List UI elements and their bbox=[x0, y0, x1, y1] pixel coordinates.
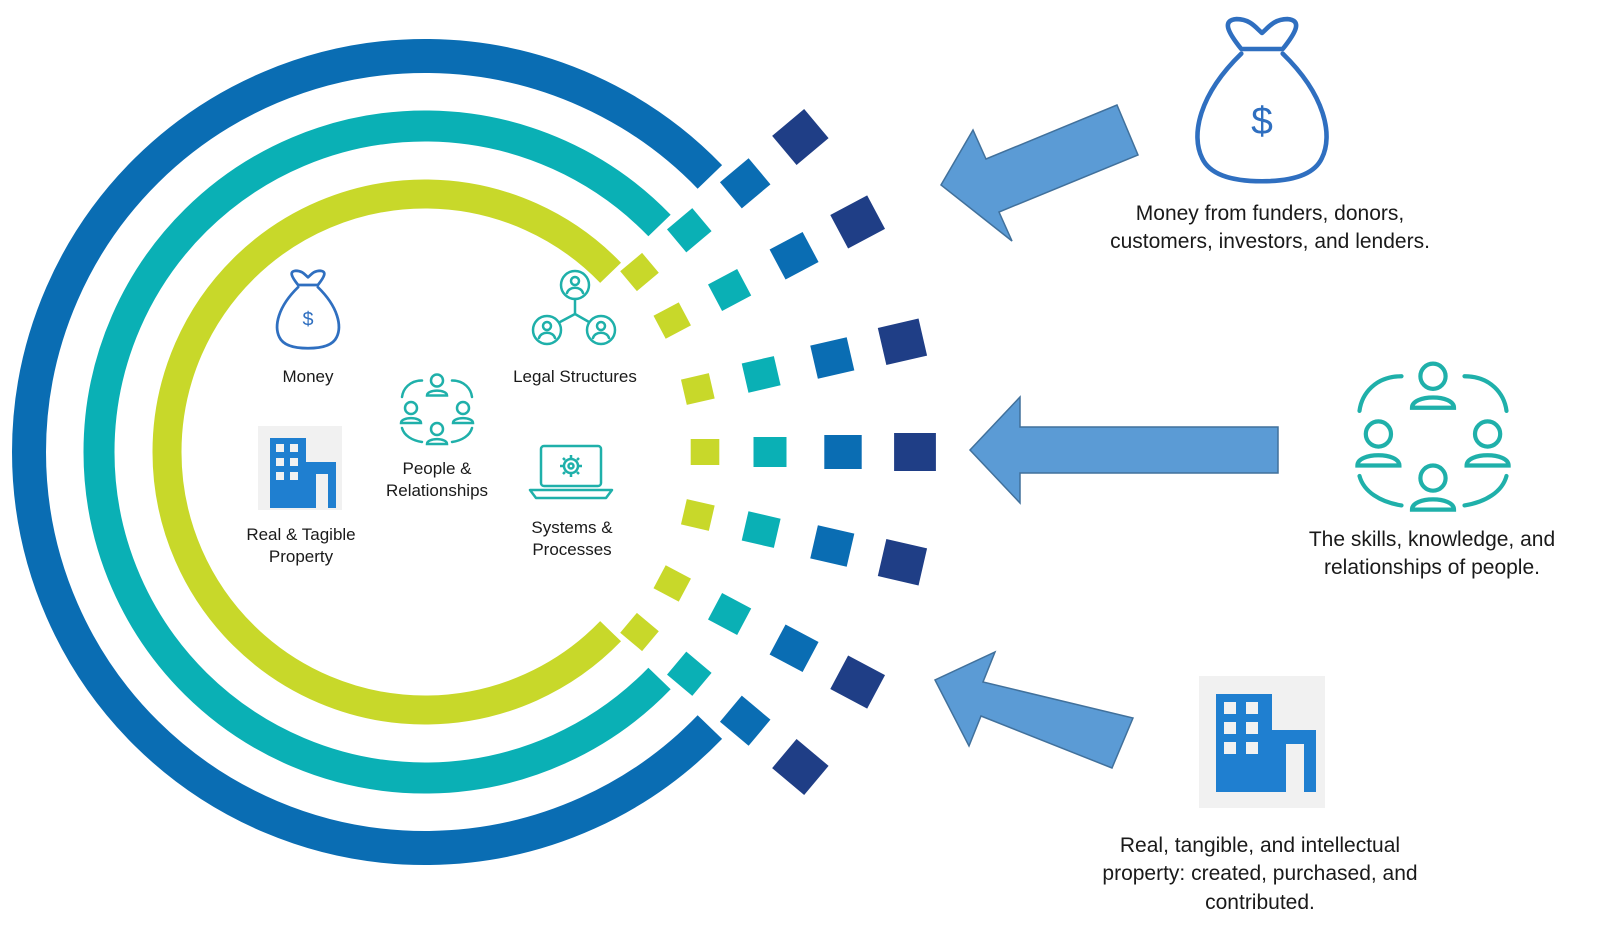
dash-segment bbox=[708, 269, 752, 312]
caption-people: The skills, knowledge, and relationships… bbox=[1282, 526, 1582, 583]
dash-segment bbox=[769, 231, 819, 280]
dash-segment bbox=[719, 695, 771, 746]
people-network-icon bbox=[399, 373, 475, 446]
caption-property-line1: Real, tangible, and intellectual bbox=[1119, 834, 1401, 857]
svg-text:$: $ bbox=[302, 309, 313, 331]
building-icon bbox=[1199, 676, 1325, 808]
dash-segment bbox=[772, 738, 829, 795]
label-property-line1: Real & Tagible bbox=[246, 525, 356, 544]
ring-outer bbox=[12, 39, 723, 865]
svg-text:$: $ bbox=[1251, 100, 1273, 143]
dash-segment bbox=[877, 539, 928, 586]
caption-people-line1: The skills, knowledge, and bbox=[1308, 528, 1556, 551]
label-property-line2: Property bbox=[268, 547, 334, 567]
label-systems-line2: Processes bbox=[532, 540, 612, 560]
arrows bbox=[933, 104, 1279, 769]
caption-property: Real, tangible, and intellectual propert… bbox=[1070, 832, 1450, 917]
dash-segment bbox=[877, 318, 928, 365]
label-legal-structures-text: Legal Structures bbox=[513, 367, 637, 386]
money-bag-icon: $ bbox=[275, 269, 341, 350]
building-icon bbox=[258, 426, 342, 510]
caption-money-line2: customers, investors, and lenders. bbox=[1110, 230, 1430, 254]
dash-segment bbox=[620, 612, 659, 652]
dash-segment bbox=[772, 109, 829, 166]
dash-segment bbox=[830, 655, 886, 709]
dash-segment bbox=[680, 373, 715, 405]
label-legal-structures: Legal Structures bbox=[495, 366, 655, 388]
label-people-relationships: People & Relationships bbox=[367, 458, 507, 502]
label-money-text: Money bbox=[282, 367, 334, 386]
label-people-line1: People & bbox=[402, 459, 472, 478]
dash-segment bbox=[653, 302, 691, 339]
dash-segment bbox=[690, 439, 720, 465]
dash-segment bbox=[667, 208, 712, 253]
ring-inner bbox=[152, 179, 621, 725]
dash-segment bbox=[824, 435, 862, 469]
dash-segment bbox=[894, 433, 936, 471]
arrow-people bbox=[968, 395, 1279, 505]
dash-segment bbox=[810, 525, 855, 567]
dash-segment bbox=[667, 651, 712, 696]
money-bag-icon: $ bbox=[1195, 16, 1329, 184]
dash-segment bbox=[620, 252, 659, 292]
dash-segment bbox=[653, 565, 691, 602]
radiating-dashes bbox=[620, 109, 936, 795]
caption-property-line3: contributed. bbox=[1205, 890, 1315, 914]
org-structure-icon bbox=[531, 269, 617, 346]
dash-segment bbox=[741, 356, 781, 393]
dash-segment bbox=[708, 592, 752, 635]
caption-property-line2: property: created, purchased, and bbox=[1102, 862, 1418, 886]
dash-segment bbox=[719, 158, 771, 209]
ring-middle bbox=[83, 110, 671, 794]
arrow-property bbox=[933, 650, 1135, 769]
label-money: Money bbox=[258, 366, 358, 388]
label-systems-line1: Systems & bbox=[531, 518, 613, 537]
caption-money-line1: Money from funders, donors, bbox=[1135, 202, 1405, 225]
laptop-gear-icon bbox=[528, 444, 614, 500]
dash-segment bbox=[680, 499, 715, 531]
dash-segment bbox=[741, 511, 781, 548]
dash-segment bbox=[810, 337, 855, 379]
dash-segment bbox=[769, 624, 819, 673]
arrow-money bbox=[940, 104, 1139, 242]
dash-segment bbox=[830, 195, 886, 249]
people-network-icon bbox=[1355, 361, 1511, 512]
label-real-property: Real & Tagible Property bbox=[226, 524, 376, 568]
caption-money: Money from funders, donors, customers, i… bbox=[1080, 200, 1460, 257]
label-people-line2: Relationships bbox=[385, 481, 489, 501]
concentric-rings bbox=[12, 39, 723, 865]
label-systems-processes: Systems & Processes bbox=[502, 517, 642, 561]
dash-segment bbox=[753, 437, 787, 467]
caption-people-line2: relationships of people. bbox=[1324, 556, 1540, 580]
